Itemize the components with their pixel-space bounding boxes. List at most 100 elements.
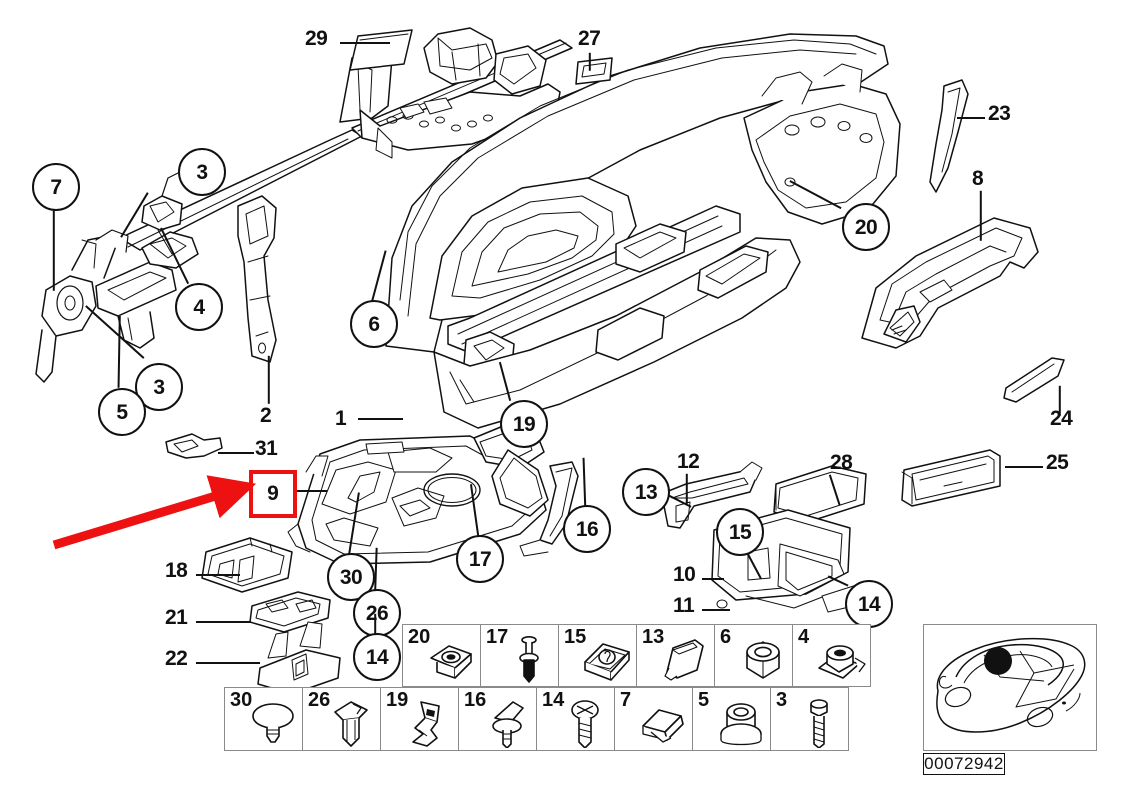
legend-cell-number: 4 xyxy=(798,626,810,648)
callout-leader-line xyxy=(702,609,730,611)
legend-cell-number: 3 xyxy=(776,689,788,711)
callout-5-circle[interactable]: 5 xyxy=(98,388,146,436)
callout-13-circle[interactable]: 13 xyxy=(622,468,670,516)
flange-nut-icon xyxy=(720,703,762,746)
barbed-clip-icon xyxy=(492,701,524,749)
legend-cell-16[interactable]: 16 xyxy=(458,687,537,751)
callout-2-label[interactable]: 2 xyxy=(260,404,272,427)
bracket-clip-icon xyxy=(664,639,704,681)
callout-26-circle[interactable]: 26 xyxy=(353,589,401,637)
callout-25-label[interactable]: 25 xyxy=(1046,451,1069,474)
legend-cell-7[interactable]: 7 xyxy=(614,687,693,751)
square-nut-clip-thumb xyxy=(425,632,477,684)
callout-31-label[interactable]: 31 xyxy=(255,437,278,460)
legend-bottom-row: 30 26 19 16 14 7 5 3 xyxy=(224,687,849,751)
folded-clamp-icon xyxy=(642,709,684,743)
car-location-marker-icon xyxy=(936,637,1086,733)
folded-clamp-thumb xyxy=(637,696,689,748)
spring-clip-thumb xyxy=(403,696,455,748)
callout-leader-line xyxy=(589,52,591,71)
pan-head-screw-icon xyxy=(571,700,599,749)
legend-cell-number: 15 xyxy=(564,626,587,648)
push-pin-rivet-thumb xyxy=(503,632,555,684)
callout-10-label[interactable]: 10 xyxy=(673,563,696,586)
bracket-clip-thumb xyxy=(659,632,711,684)
callout-12-label[interactable]: 12 xyxy=(677,450,700,473)
callout-leader-line xyxy=(218,452,254,454)
mushroom-plug-icon xyxy=(252,703,294,743)
spring-clip-icon xyxy=(412,701,440,747)
expanding-rivet-icon xyxy=(334,701,368,747)
legend-cell-3[interactable]: 3 xyxy=(770,687,849,751)
callout-leader-line xyxy=(980,190,982,241)
callout-leader-line xyxy=(686,473,688,504)
callout-leader-line xyxy=(196,621,251,623)
callout-7-circle[interactable]: 7 xyxy=(32,163,80,211)
legend-cell-number: 16 xyxy=(464,689,487,711)
callout-29-label[interactable]: 29 xyxy=(305,27,328,50)
callout-16-circle[interactable]: 16 xyxy=(563,505,611,553)
legend-cell-number: 17 xyxy=(486,626,509,648)
legend-cell-number: 19 xyxy=(386,689,409,711)
callout-19-circle[interactable]: 19 xyxy=(500,400,548,448)
expanding-rivet-thumb xyxy=(325,696,377,748)
push-pin-rivet-icon xyxy=(519,636,539,683)
callout-leader-line xyxy=(196,662,260,664)
legend-cell-30[interactable]: 30 xyxy=(224,687,303,751)
callout-28-label[interactable]: 28 xyxy=(830,451,853,474)
legend-cell-13[interactable]: 13 xyxy=(636,624,715,687)
legend-cell-26[interactable]: 26 xyxy=(302,687,381,751)
callout-15-circle[interactable]: 15 xyxy=(716,508,764,556)
plate-nut-icon xyxy=(584,643,630,681)
highlighted-callout-9[interactable]: 9 xyxy=(249,470,297,518)
legend-cell-number: 6 xyxy=(720,626,732,648)
callout-21-label[interactable]: 21 xyxy=(165,606,188,629)
legend-cell-15[interactable]: 15 xyxy=(558,624,637,687)
legend-cell-19[interactable]: 19 xyxy=(380,687,459,751)
callout-23-label[interactable]: 23 xyxy=(988,102,1011,125)
callout-14-circle[interactable]: 14 xyxy=(353,633,401,681)
flange-nut-thumb xyxy=(715,696,767,748)
callout-24-label[interactable]: 24 xyxy=(1050,407,1073,430)
nut-with-plate-icon xyxy=(818,645,866,679)
legend-cell-14[interactable]: 14 xyxy=(536,687,615,751)
callout-leader-line xyxy=(374,613,376,634)
callout-17-circle[interactable]: 17 xyxy=(456,535,504,583)
nut-with-plate-thumb xyxy=(815,632,867,684)
mushroom-plug-thumb xyxy=(247,696,299,748)
callout-27-label[interactable]: 27 xyxy=(578,27,601,50)
legend-cell-number: 20 xyxy=(408,626,431,648)
callout-leader-line xyxy=(53,208,55,291)
callout-3-circle[interactable]: 3 xyxy=(178,148,226,196)
callout-8-label[interactable]: 8 xyxy=(972,167,984,190)
callout-20-circle[interactable]: 20 xyxy=(842,203,890,251)
legend-cell-number: 26 xyxy=(308,689,331,711)
callout-6-circle[interactable]: 6 xyxy=(350,300,398,348)
legend-cell-number: 13 xyxy=(642,626,665,648)
plate-nut-thumb xyxy=(581,632,633,684)
legend-cell-20[interactable]: 20 xyxy=(402,624,481,687)
callout-22-label[interactable]: 22 xyxy=(165,647,188,670)
legend-cell-17[interactable]: 17 xyxy=(480,624,559,687)
callout-14-circle[interactable]: 14 xyxy=(845,580,893,628)
callout-leader-line xyxy=(702,578,724,580)
callout-4-circle[interactable]: 4 xyxy=(175,283,223,331)
hex-bolt-thumb xyxy=(793,696,845,749)
hex-bolt-icon xyxy=(810,699,828,749)
callout-11-label[interactable]: 11 xyxy=(673,594,695,617)
legend-cell-number: 30 xyxy=(230,689,253,711)
callout-leader-line xyxy=(289,490,327,492)
square-nut-clip-icon xyxy=(430,645,472,679)
legend-cell-number: 14 xyxy=(542,689,565,711)
callout-18-label[interactable]: 18 xyxy=(165,559,188,582)
legend-top-row: 20 17 15 13 6 4 xyxy=(402,624,871,687)
legend-cell-5[interactable]: 5 xyxy=(692,687,771,751)
callout-leader-line xyxy=(268,355,270,404)
callout-1-label[interactable]: 1 xyxy=(335,407,347,430)
legend-cell-number: 5 xyxy=(698,689,710,711)
legend-cell-number: 7 xyxy=(620,689,632,711)
legend-cell-6[interactable]: 6 xyxy=(714,624,793,687)
legend-cell-4[interactable]: 4 xyxy=(792,624,871,687)
